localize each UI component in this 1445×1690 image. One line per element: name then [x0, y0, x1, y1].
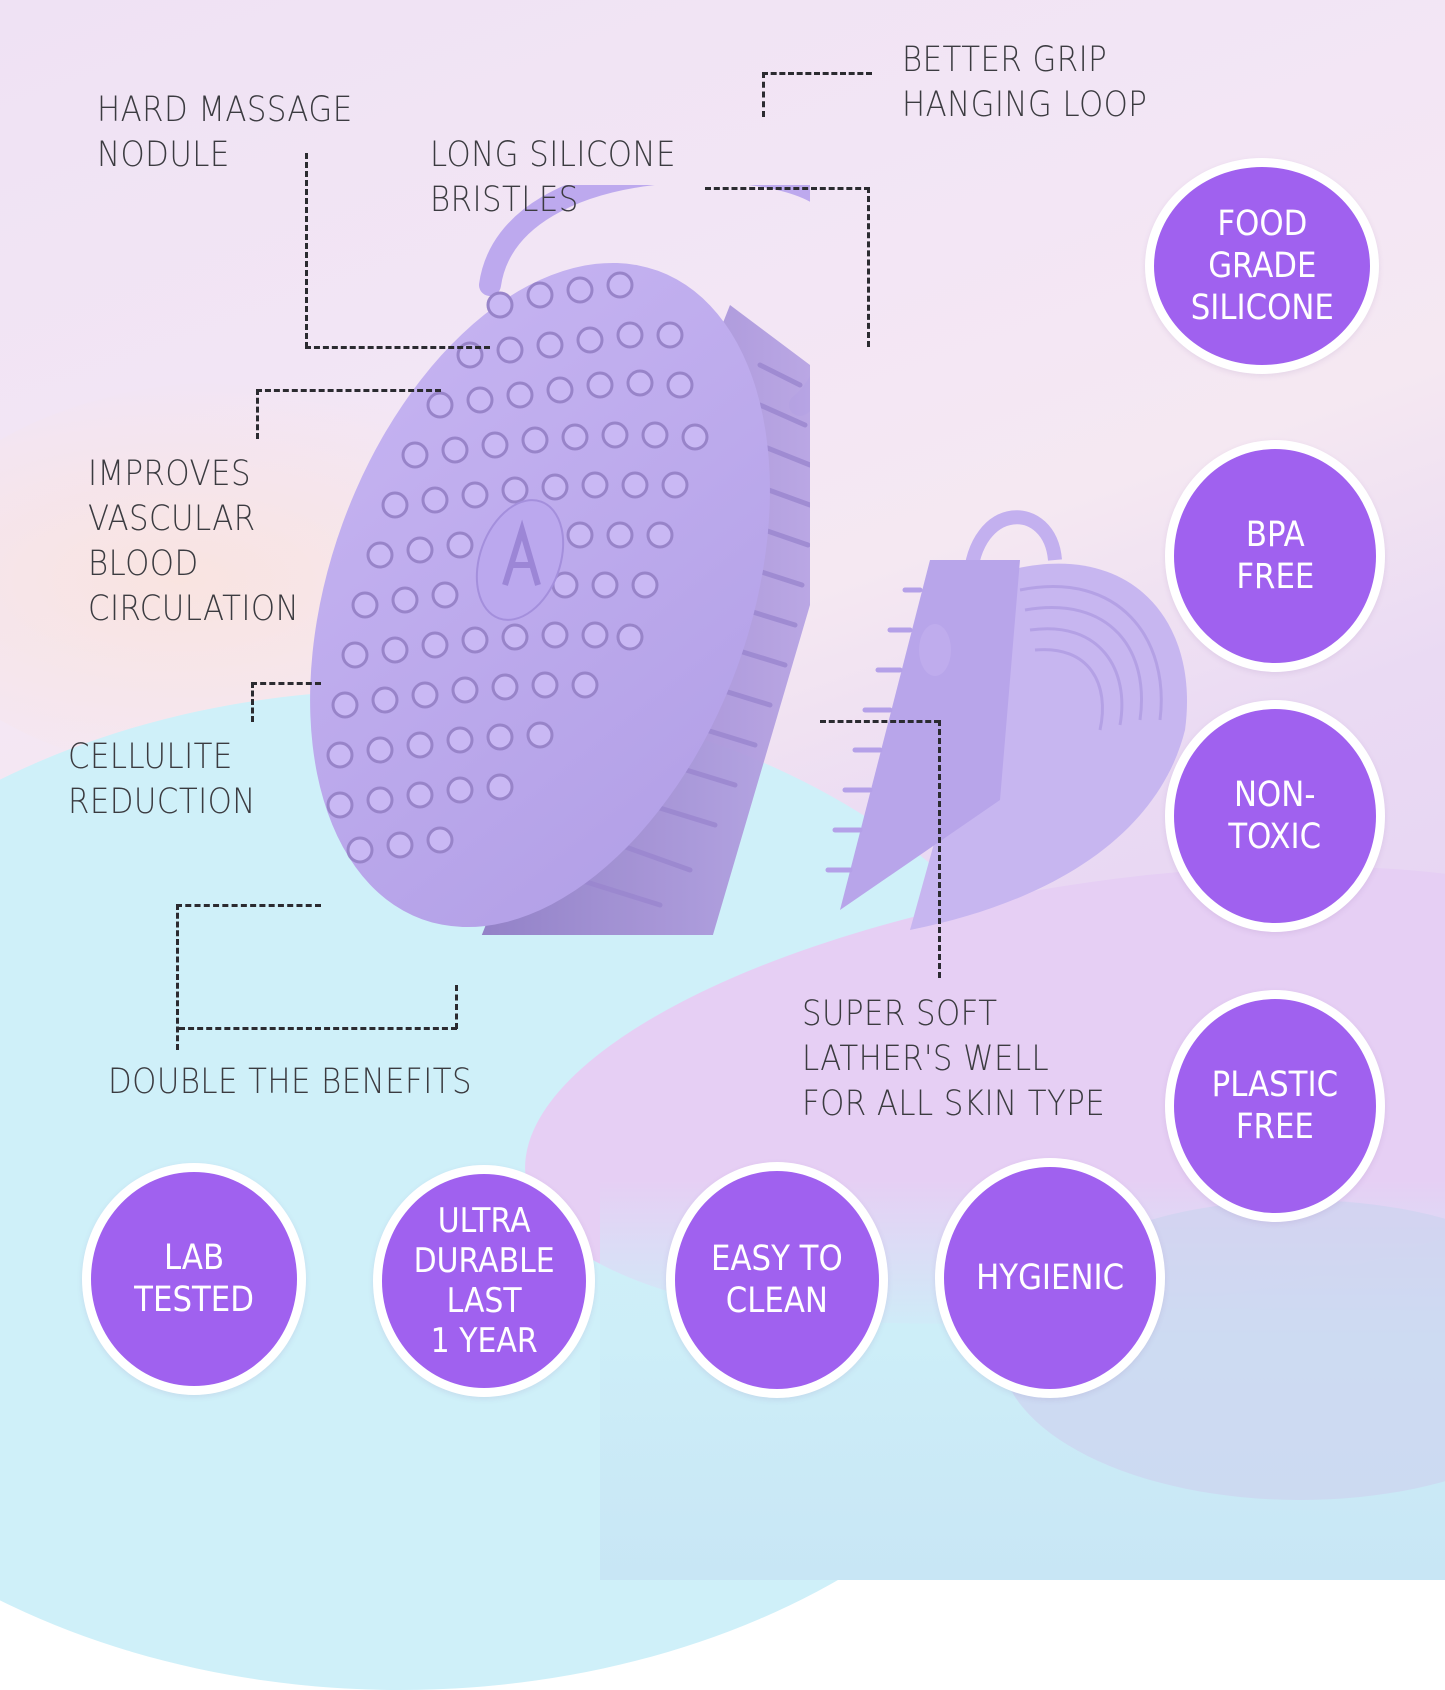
leader-line-double-top — [176, 904, 321, 907]
callout-hanging-loop: BETTER GRIP HANGING LOOP — [902, 40, 1148, 125]
badge-bpa-free: BPA FREE — [1165, 440, 1385, 672]
leader-line-circulation-v — [256, 389, 259, 439]
badge-non-toxic: NON- TOXIC — [1165, 700, 1385, 932]
leader-line-bristles-v — [867, 187, 870, 347]
leader-line-cellulite-h — [251, 682, 321, 685]
callout-cellulite-reduction: CELLULITE REDUCTION — [68, 737, 256, 822]
badge-label: BPA FREE — [1235, 515, 1315, 597]
leader-line-soft-h — [820, 720, 940, 723]
badge-label: PLASTIC FREE — [1211, 1065, 1339, 1147]
callout-long-silicone-bristles: LONG SILICONE BRISTLES — [430, 135, 676, 220]
badge-label: ULTRA DURABLE LAST 1 YEAR — [413, 1201, 555, 1361]
leader-line-loop-h — [762, 72, 872, 75]
leader-line-double-bottom — [179, 1027, 457, 1030]
leader-line-cellulite-v — [251, 682, 254, 722]
badge-label: LAB TESTED — [134, 1238, 254, 1320]
leader-line-nodule-h — [305, 346, 490, 349]
face-brush-logo-icon — [919, 624, 951, 676]
leader-line-loop-v — [762, 72, 765, 117]
callout-blood-circulation: IMPROVES VASCULAR BLOOD CIRCULATION — [88, 454, 300, 629]
leader-line-circulation-h — [256, 389, 441, 392]
callout-super-soft: SUPER SOFT LATHER'S WELL FOR ALL SKIN TY… — [802, 994, 1106, 1124]
leader-line-soft-v — [938, 720, 941, 978]
badge-easy-to-clean: EASY TO CLEAN — [666, 1162, 888, 1398]
callout-hard-massage-nodule: HARD MASSAGE NODULE — [97, 90, 353, 175]
badge-plastic-free: PLASTIC FREE — [1165, 990, 1385, 1222]
badge-label: NON- TOXIC — [1228, 775, 1322, 857]
face-scrubber-image — [825, 510, 1188, 930]
leader-line-bristles-h — [705, 187, 870, 190]
callout-double-benefits: DOUBLE THE BENEFITS — [108, 1062, 472, 1102]
badge-label: HYGIENIC — [975, 1258, 1125, 1298]
badge-ultra-durable: ULTRA DURABLE LAST 1 YEAR — [373, 1165, 595, 1397]
body-scrubber-image — [310, 185, 810, 935]
leader-line-double-left — [176, 904, 179, 1050]
badge-hygienic: HYGIENIC — [935, 1158, 1165, 1398]
badge-label: EASY TO CLEAN — [711, 1239, 843, 1321]
brand-logo-icon — [475, 499, 565, 621]
badge-lab-tested: LAB TESTED — [82, 1163, 306, 1395]
badge-food-grade-silicone: FOOD GRADE SILICONE — [1145, 158, 1379, 374]
badge-label: FOOD GRADE SILICONE — [1190, 204, 1334, 328]
leader-line-nodule-v — [305, 153, 308, 348]
leader-line-double-right — [455, 985, 458, 1029]
